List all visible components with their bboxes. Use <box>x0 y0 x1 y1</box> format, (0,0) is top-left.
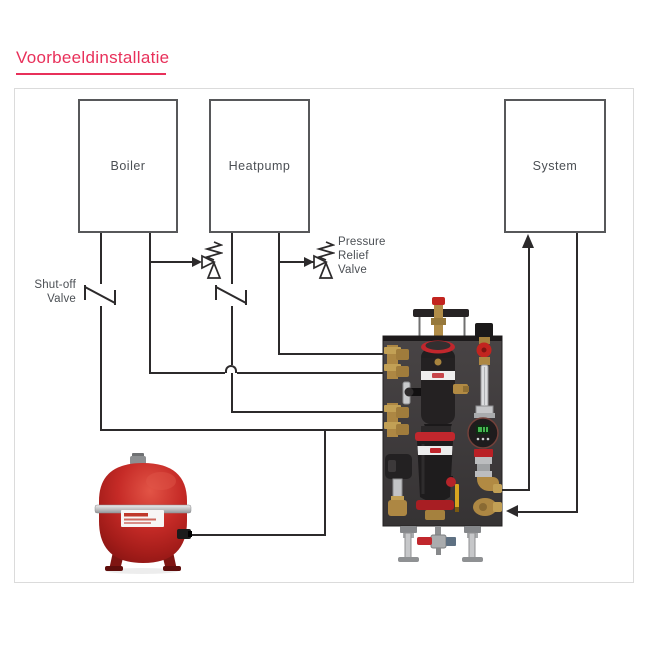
module-controller <box>467 417 499 449</box>
pipe-heatpump-left-lower <box>231 373 233 413</box>
pipe-system-to-module <box>518 511 578 513</box>
pipe-to-module-3 <box>231 411 383 413</box>
vessel-connection-port <box>177 529 192 539</box>
pipe-to-module-4 <box>100 429 383 431</box>
pipe-boiler-right <box>149 233 151 374</box>
module-pump <box>415 426 459 520</box>
shut-off-valve-symbol <box>84 285 116 305</box>
pipe-heatpump-left-mid <box>231 306 233 365</box>
pipe-module-to-system <box>498 489 530 491</box>
page-title: Voorbeeldinstallatie <box>16 48 170 67</box>
module-motor-and-pipe <box>385 454 412 516</box>
pressure-relief-valve-symbol <box>313 241 335 279</box>
pipe-heatpump-right <box>278 233 280 355</box>
module-level-gauge <box>474 323 495 418</box>
module-drain-valve <box>417 526 456 555</box>
pipe-system-return <box>576 233 578 513</box>
pipe-prv-branch-left <box>149 261 194 263</box>
heatpump-label: Heatpump <box>228 159 291 173</box>
flow-arrow-prv-right <box>304 257 314 267</box>
pipe-to-module-2a <box>149 372 225 374</box>
system-box: System <box>504 99 606 233</box>
pipe-system-supply <box>528 248 530 491</box>
module-right-fittings <box>473 449 502 516</box>
shut-off-valve-label: Shut-off Valve <box>34 279 76 305</box>
title-underline-divider <box>16 73 166 75</box>
pipe-prv-branch-right <box>278 261 318 263</box>
module-panel-top-edge <box>383 336 502 341</box>
pipe-heatpump-left-upper <box>231 233 233 284</box>
pressure-relief-valve-symbol <box>201 241 223 279</box>
pipe-to-module-2b <box>237 372 383 374</box>
boiler-label: Boiler <box>110 159 146 173</box>
heatpump-box: Heatpump <box>209 99 310 233</box>
module-separator <box>421 340 469 432</box>
module-top-bracket <box>413 297 469 338</box>
shut-off-valve-symbol <box>215 285 247 305</box>
pipe-boiler-left-lower <box>100 306 102 431</box>
pipe-vessel-riser <box>324 429 326 536</box>
pipe-crossover-hop <box>225 365 237 373</box>
system-label: System <box>532 159 578 173</box>
flow-arrow-into-module <box>506 505 518 517</box>
vessel-highlight <box>146 472 176 490</box>
vessel-shadow <box>106 568 178 574</box>
pipe-vessel-horizontal <box>189 534 326 536</box>
module-left-fittings <box>384 345 409 437</box>
flow-arrow-prv-left <box>192 257 202 267</box>
pipe-to-module-1 <box>278 353 383 355</box>
diagram-canvas: Boiler Heatpump System <box>14 88 634 583</box>
vessel-top-cap <box>130 453 146 465</box>
hydraulic-module-illustration <box>382 297 503 562</box>
boiler-box: Boiler <box>78 99 178 233</box>
vessel-product-label <box>121 510 164 527</box>
pipe-boiler-left-upper <box>100 233 102 284</box>
module-legs <box>398 526 483 562</box>
pressure-relief-valve-label: Pressure Relief Valve <box>338 236 386 276</box>
expansion-vessel-illustration <box>94 453 192 574</box>
flow-arrow-into-system <box>522 234 534 248</box>
